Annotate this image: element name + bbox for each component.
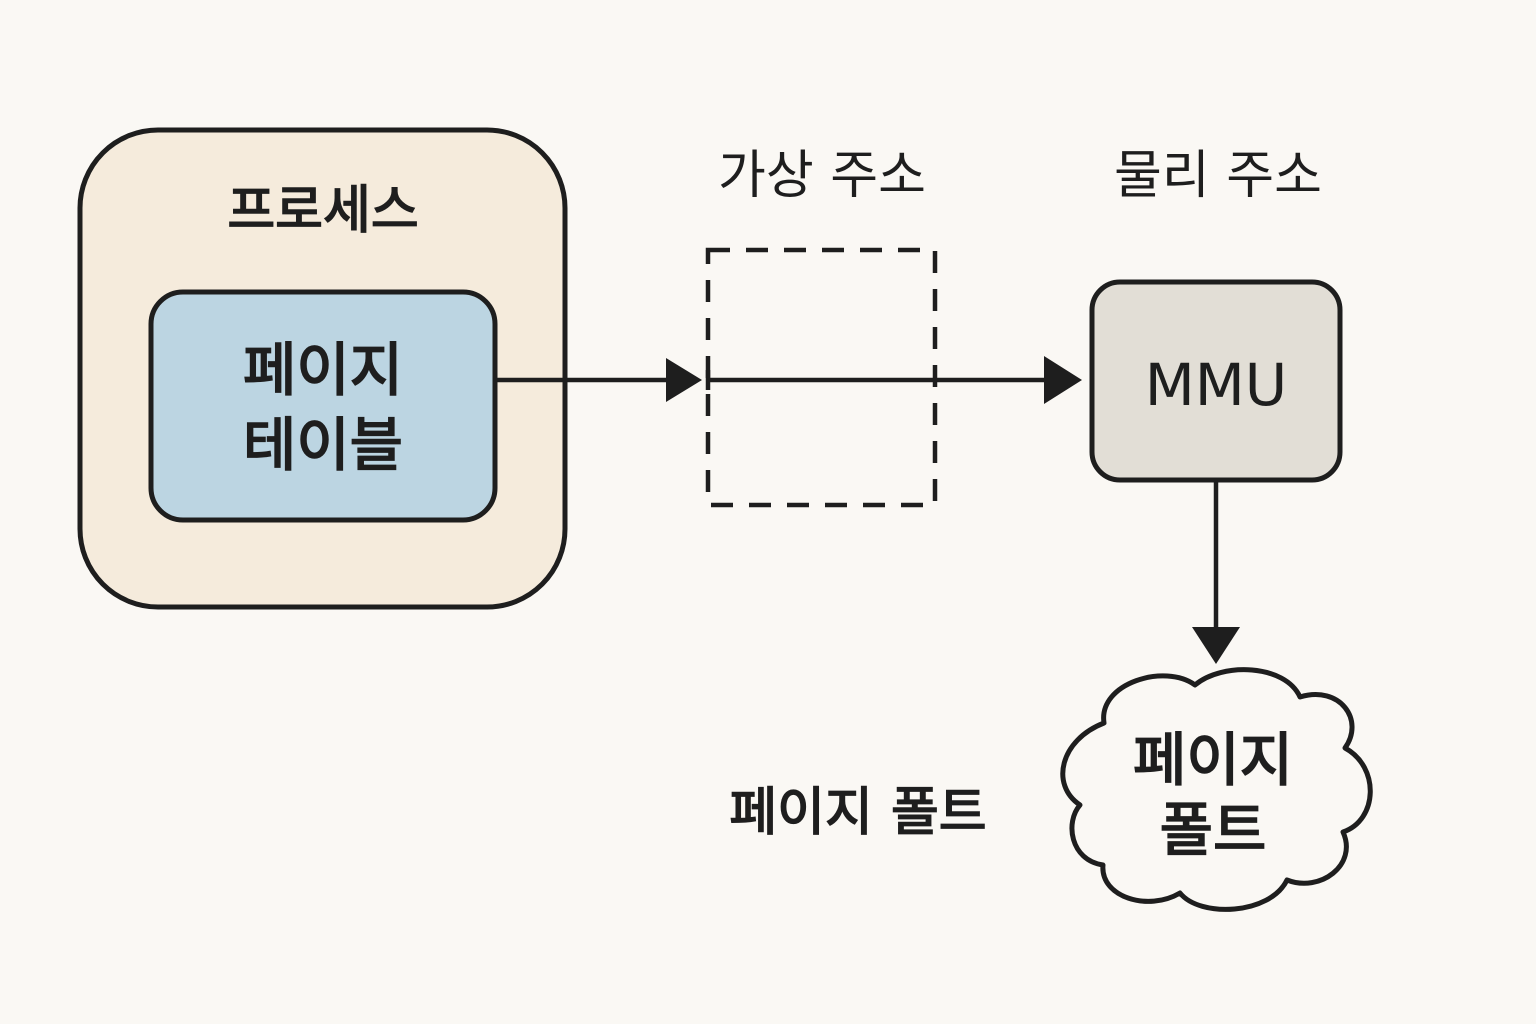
- arrow-head: [1192, 627, 1240, 664]
- physical-address-label: 물리 주소: [1114, 146, 1322, 206]
- arrow-head: [1044, 356, 1082, 404]
- page-fault-cloud-node: 페이지 폴트: [1060, 667, 1373, 912]
- arrow-mmu-to-page-fault: [1192, 480, 1240, 664]
- cloud-shape: [1060, 667, 1373, 912]
- page-table-label-line-2: 테이블: [243, 411, 403, 479]
- page-table-node: 페이지 테이블: [148, 289, 498, 523]
- virtual-address-label: 가상 주소: [718, 146, 926, 206]
- virtual-address-dashed-box: [705, 247, 938, 508]
- page-fault-cloud-line-1: 페이지: [1133, 726, 1293, 794]
- process-label: 프로세스: [227, 181, 418, 241]
- page-fault-label: 페이지 폴트: [729, 783, 986, 843]
- page-table-label-line-1: 페이지: [243, 336, 403, 404]
- arrow-page-table-to-virtual-address: [495, 358, 702, 402]
- arrow-virtual-address-to-mmu: [705, 356, 1082, 404]
- page-table-box: [148, 289, 498, 523]
- page-fault-cloud-line-2: 폴트: [1160, 796, 1267, 864]
- arrow-head: [666, 358, 702, 402]
- mmu-node: MMU: [1089, 279, 1343, 483]
- mmu-label: MMU: [1145, 351, 1288, 419]
